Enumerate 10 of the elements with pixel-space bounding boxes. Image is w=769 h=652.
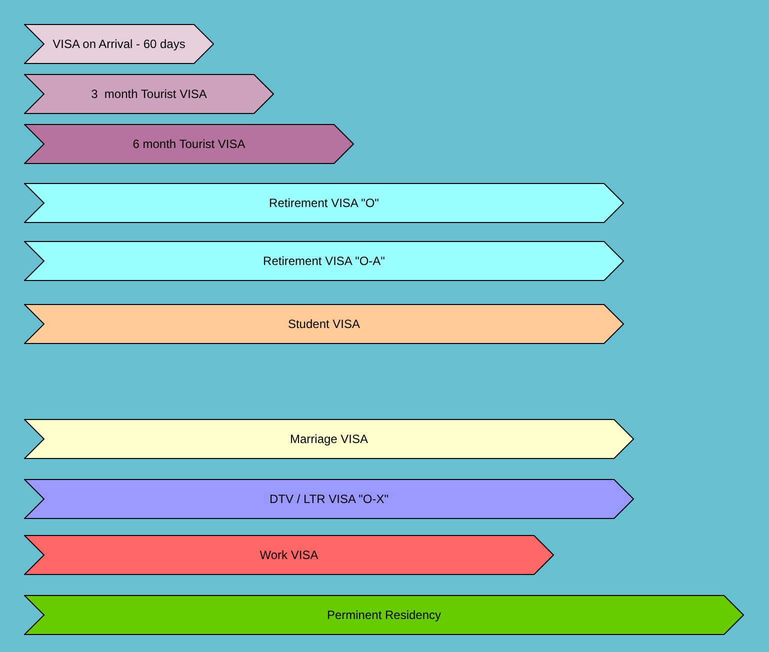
chevron-label: Perminent Residency [326, 609, 442, 621]
chevron-label: 6 month Tourist VISA [132, 138, 246, 150]
chevron-label: Student VISA [288, 318, 360, 330]
chevron-label: Work VISA [260, 549, 318, 561]
chevron-label: Retirement VISA "O" [269, 197, 379, 209]
chevron-label: VISA on Arrival - 60 days [52, 38, 186, 50]
chevron-label: Marriage VISA [290, 433, 368, 445]
chevron-label: 3 month Tourist VISA [91, 88, 207, 100]
chevron-label: DTV / LTR VISA "O-X" [270, 493, 388, 505]
chevron-label: Retirement VISA "O-A" [263, 255, 385, 267]
